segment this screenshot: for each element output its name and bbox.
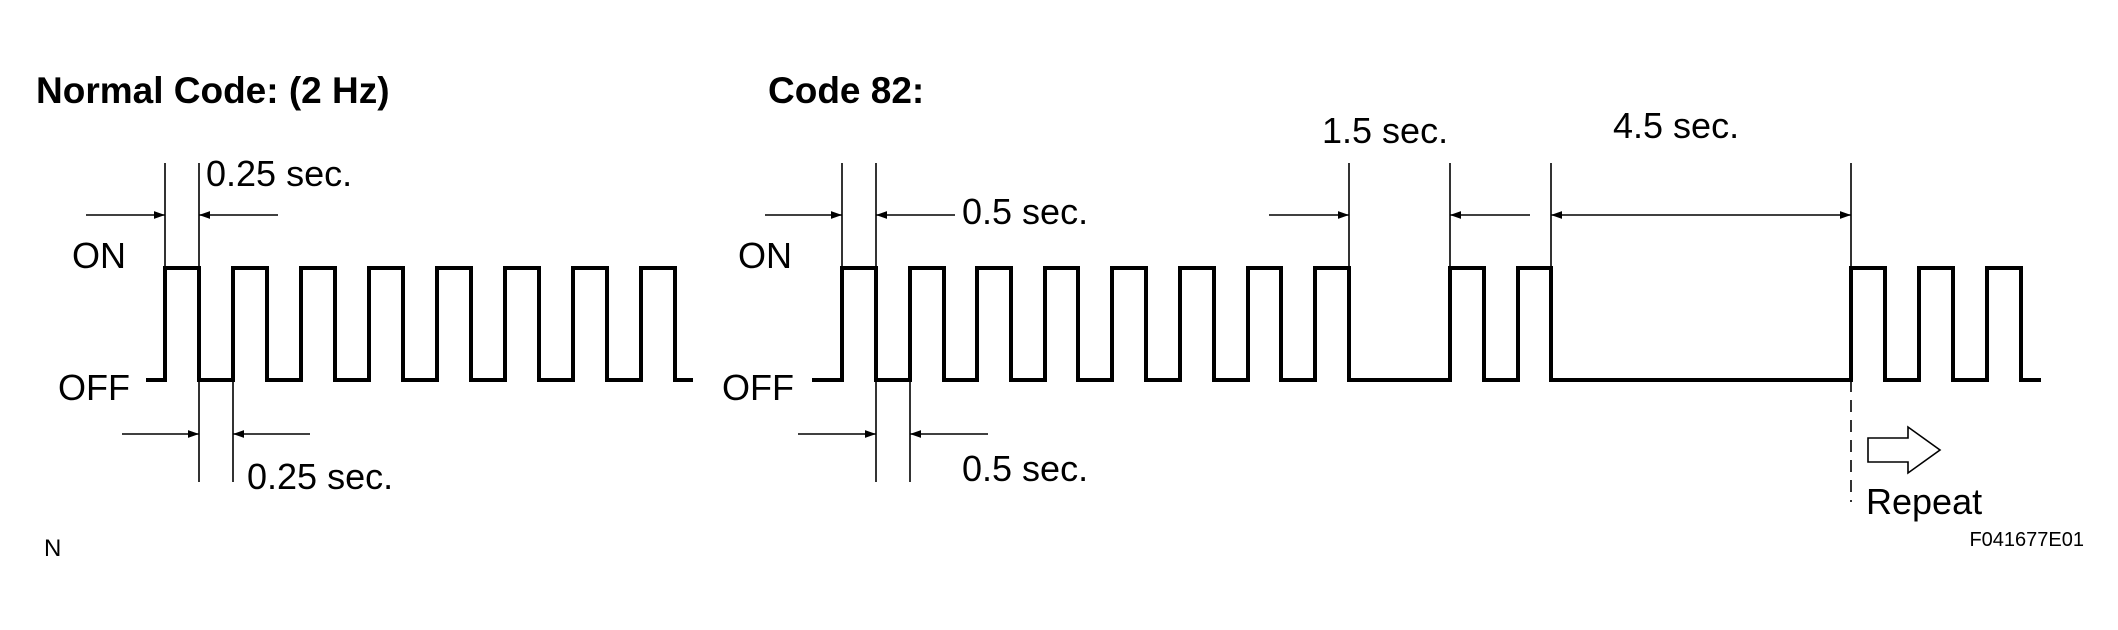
- gap-long-label: 4.5 sec.: [1613, 105, 1739, 146]
- code-82-bottom-timing-label: 0.5 sec.: [962, 448, 1088, 489]
- code-82-panel: Code 82: ON OFF 0.5 sec. 0.5 sec. 1.5 se…: [722, 70, 2041, 522]
- code-82-top-timing-label: 0.5 sec.: [962, 191, 1088, 232]
- corner-mark: N: [44, 535, 61, 562]
- normal-on-label: ON: [72, 235, 126, 276]
- repeat-label: Repeat: [1866, 481, 1982, 522]
- gap-short-label: 1.5 sec.: [1322, 110, 1448, 151]
- normal-code-title: Normal Code: (2 Hz): [36, 70, 390, 111]
- normal-code-panel: Normal Code: (2 Hz) ON OFF 0.25 sec. 0.2…: [36, 70, 693, 497]
- normal-bottom-timing-label: 0.25 sec.: [247, 456, 393, 497]
- normal-off-label: OFF: [58, 367, 130, 408]
- code-82-off-label: OFF: [722, 367, 794, 408]
- hollow-right-arrow-icon: [1867, 425, 1942, 475]
- code-82-title: Code 82:: [768, 70, 924, 111]
- code-82-on-label: ON: [738, 235, 792, 276]
- normal-top-timing-label: 0.25 sec.: [206, 153, 352, 194]
- code-82-waveform: [812, 266, 2041, 382]
- figure-id: F041677E01: [1969, 529, 2084, 551]
- normal-code-waveform: [146, 266, 693, 382]
